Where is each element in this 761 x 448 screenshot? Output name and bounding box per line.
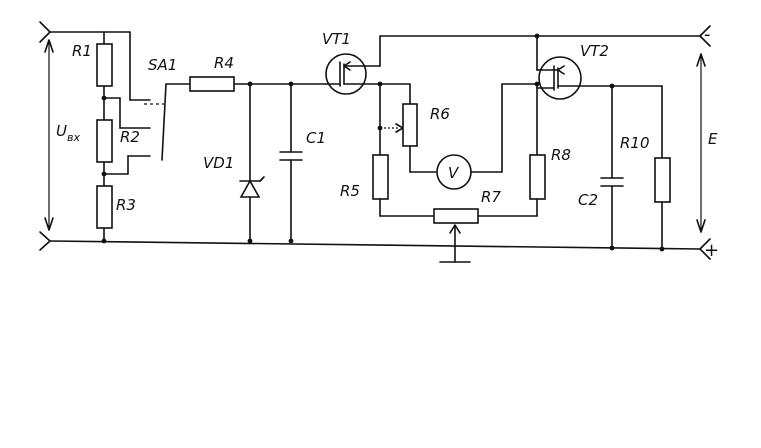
transistor-vt1 [325,53,381,95]
resistor-r8 [529,154,546,200]
input-terminal-top [39,21,51,43]
resistor-r2 [96,119,113,163]
resistor-r5 [372,154,389,200]
u-in-subscript: вх [67,131,80,144]
r1-label: R1 [72,42,92,60]
input-terminal-bottom [39,231,51,251]
output-terminal-plus [699,238,711,260]
minus-label: - [704,24,711,45]
vt2-label: VT2 [580,42,609,60]
resistor-r7 [433,208,479,224]
r2-label: R2 [120,128,140,146]
zener-diode-vd1 [239,176,265,198]
switch-sa1 [144,83,167,161]
vd1-label: VD1 [203,154,234,172]
resistor-r6 [402,103,418,147]
u-in-arrow [44,39,54,231]
sa1-label: SA1 [148,56,177,74]
r7-wiper [449,224,461,263]
resistor-r1 [96,43,113,87]
voltmeter: V [436,154,472,190]
voltmeter-label: V [448,164,460,182]
resistor-r4 [189,76,235,92]
capacitor-c2 [600,177,624,187]
r6-label: R6 [430,105,450,123]
transistor-vt2 [536,56,613,100]
c2-label: C2 [578,191,598,209]
r7-label: R7 [481,188,501,206]
output-terminal-minus [699,25,711,47]
r5-label: R5 [340,182,360,200]
e-label: E [708,130,718,148]
r8-label: R8 [551,146,571,164]
u-in-label: U [56,122,67,140]
capacitor-c1 [279,151,303,161]
e-arrow [696,53,706,233]
r4-label: R4 [214,54,234,72]
plus-label: + [704,240,719,261]
vt1-label: VT1 [322,30,351,48]
resistor-r3 [96,185,113,229]
c1-label: C1 [306,129,326,147]
r3-label: R3 [116,196,136,214]
r10-label: R10 [620,134,650,152]
resistor-r10 [654,157,671,203]
